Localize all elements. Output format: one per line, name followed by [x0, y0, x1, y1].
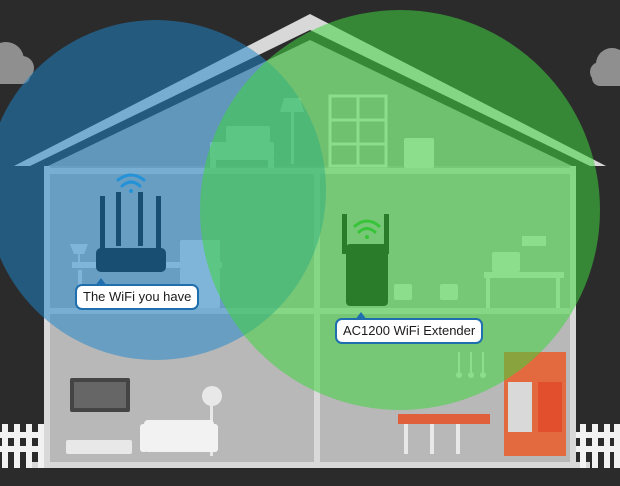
- cloud-icon: [590, 48, 620, 86]
- fence-icon: [0, 424, 44, 468]
- router-callout: The WiFi you have: [75, 278, 200, 310]
- tv-icon: [70, 378, 130, 412]
- ground-floor: [30, 462, 590, 468]
- tv-cabinet: [66, 440, 132, 454]
- extender-coverage-zone: [200, 10, 600, 410]
- outer-wall-right: [570, 166, 576, 466]
- kitchen-counter: [398, 414, 490, 454]
- fence-icon: [576, 424, 620, 468]
- sofa: [140, 420, 218, 452]
- extender-callout: AC1200 WiFi Extender: [335, 312, 484, 344]
- cloud-icon: [0, 42, 34, 84]
